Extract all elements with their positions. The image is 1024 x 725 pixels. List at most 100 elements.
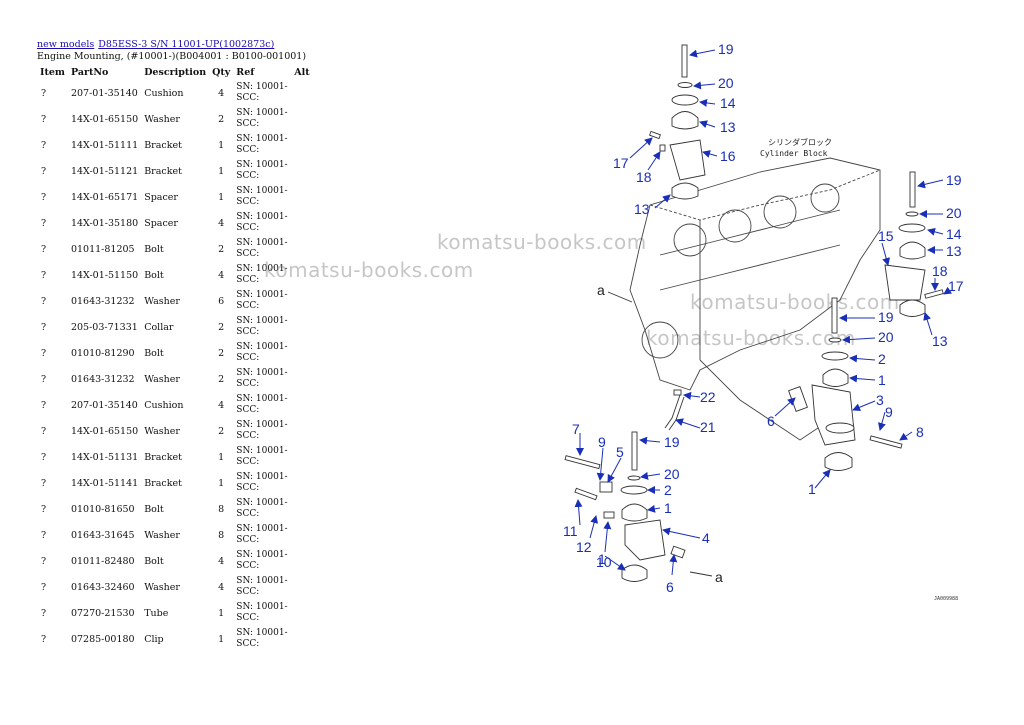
cell-qty: 1 [218,451,225,463]
cell-item: ? [41,503,47,515]
cell-desc: Bolt [144,269,164,281]
cell-desc: Spacer [144,191,178,203]
cell-qty: 2 [218,243,225,255]
callout-number: 20 [718,75,734,91]
callout-number: 1 [808,481,816,497]
cell-alt [291,496,312,522]
cell-ref: SN: 10001-SCC: [236,576,288,597]
callout-number: 16 [720,148,736,164]
cylinder-block [629,157,881,441]
callout-number: 4 [702,530,710,546]
callout-number: 9 [885,404,893,420]
cell-qty: 1 [218,191,225,203]
cell-item: ? [41,139,47,151]
cell-part: 01643-31232 [70,295,135,307]
cell-item: ? [41,373,47,385]
cell-desc: Cushion [144,87,184,99]
column-header-ref: Ref [236,66,255,78]
cell-qty: 4 [218,399,225,411]
cell-qty: 1 [218,165,225,177]
column-header-qty: Qty [212,66,231,78]
cell-desc: Washer [144,529,180,541]
cell-desc: Clip [144,633,164,645]
cell-qty: 4 [218,217,225,229]
callout-number: 18 [932,263,948,279]
cell-part: 14X-01-65150 [70,425,139,437]
cell-ref: SN: 10001-SCC: [236,628,288,649]
cell-alt [291,444,312,470]
cell-part: 01643-31232 [70,373,135,385]
arrow-label-a-bottom: a [715,569,723,585]
cell-alt [291,314,312,340]
callout-number: 19 [664,434,680,450]
cell-item: ? [41,477,47,489]
cell-alt [291,392,312,418]
cell-item: ? [41,529,47,541]
cell-desc: Washer [144,373,180,385]
cell-qty: 4 [218,581,225,593]
callout-number: 20 [878,329,894,345]
cell-qty: 1 [218,607,225,619]
cell-qty: 6 [218,295,225,307]
cell-alt [291,80,312,106]
cell-alt [291,366,312,392]
cell-alt [291,340,312,366]
breadcrumb-link-0[interactable]: new models [37,39,95,50]
cell-ref: SN: 10001-SCC: [236,550,288,571]
cell-ref: SN: 10001-SCC: [236,342,288,363]
callout-number: 19 [878,309,894,325]
cell-ref: SN: 10001-SCC: [236,446,288,467]
page-title: Engine Mounting, (#10001-)(B004001 : B01… [37,51,307,62]
block-label-jp: シリンダブロック [768,137,832,147]
cell-item: ? [41,87,47,99]
cell-desc: Cushion [144,399,184,411]
callout-number: 22 [700,389,716,405]
callout-number: 9 [598,434,606,450]
cell-part: 14X-01-35180 [70,217,139,229]
callout-number: 13 [720,119,736,135]
breadcrumb-link-1[interactable]: D85ESS-3 S/N 11001-UP(1002873c) [98,39,275,50]
cell-qty: 2 [218,321,225,333]
cell-ref: SN: 10001-SCC: [236,420,288,441]
cell-part: 14X-01-51141 [70,477,139,489]
cell-part: 01011-81205 [70,243,135,255]
cell-part: 14X-01-51121 [70,165,139,177]
cell-desc: Bracket [144,451,182,463]
cell-qty: 8 [218,529,225,541]
cell-item: ? [41,451,47,463]
callout-number: 1 [664,500,672,516]
cell-part: 207-01-35140 [70,399,138,411]
cell-part: 01011-82480 [70,555,135,567]
cell-item: ? [41,347,47,359]
callout-number: 10 [596,554,612,570]
cell-alt [291,132,312,158]
column-header-description: Description [144,66,207,78]
callout-number: 12 [576,539,592,555]
column-header-partno: PartNo [70,66,109,78]
callout-number: 17 [613,155,629,171]
callout-number: 20 [664,466,680,482]
cell-qty: 4 [218,87,225,99]
callout-number: 19 [718,41,734,57]
cell-desc: Washer [144,581,180,593]
cell-ref: SN: 10001-SCC: [236,82,288,103]
cell-alt [291,210,312,236]
callout-number: 5 [616,444,624,460]
callout-number: 21 [700,419,716,435]
watermark-1: komatsu-books.com [437,230,647,254]
column-header-item: Item [40,66,65,78]
cell-item: ? [41,321,47,333]
cell-ref: SN: 10001-SCC: [236,368,288,389]
cell-desc: Bracket [144,165,182,177]
cell-part: 07270-21530 [70,607,135,619]
cell-alt [291,470,312,496]
callout-number: 14 [946,226,962,242]
